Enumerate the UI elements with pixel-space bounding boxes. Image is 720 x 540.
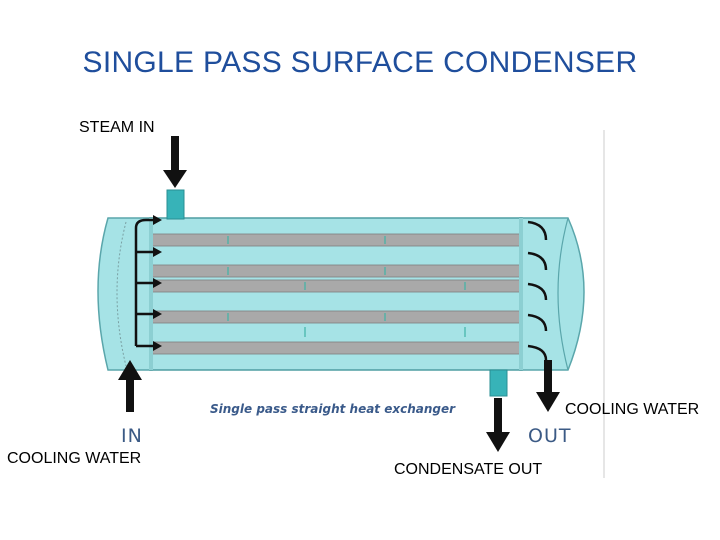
- cooling-water-in-arrow: [118, 360, 142, 412]
- baffle-marks: [227, 236, 466, 337]
- condensate-outlet-nozzle: [489, 369, 508, 397]
- condensate-out-arrow: [486, 398, 510, 452]
- right-tube-plate: [519, 218, 523, 370]
- steam-inlet-nozzle: [166, 189, 185, 220]
- outlet-flow-arrows: [527, 220, 548, 361]
- left-tube-sheet: [116, 221, 127, 367]
- left-head: [97, 217, 153, 371]
- condensate-out-label: CONDENSATE OUT: [394, 461, 543, 478]
- out-text: OUT: [528, 425, 571, 447]
- cooling-water-out-arrow: [536, 360, 560, 412]
- right-head-rim: [557, 217, 569, 371]
- left-tube-plate: [149, 218, 153, 370]
- cooling-water-in-label: COOLING WATER: [7, 450, 142, 467]
- inlet-flow-arrows: [134, 218, 154, 348]
- steam-in-arrow: [163, 136, 187, 188]
- slide-title: SINGLE PASS SURFACE CONDENSER: [82, 46, 638, 79]
- tube: [151, 264, 521, 278]
- tube-bundle: [151, 233, 521, 355]
- tube: [151, 341, 521, 355]
- cooling-water-out-label: COOLING WATER: [565, 401, 700, 418]
- tube: [151, 310, 521, 324]
- steam-in-label: STEAM IN: [79, 119, 155, 136]
- in-text: IN: [121, 425, 143, 447]
- image-caption: Single pass straight heat exchanger: [210, 402, 456, 416]
- tube: [151, 233, 521, 247]
- inlet-arrowheads: [153, 215, 162, 351]
